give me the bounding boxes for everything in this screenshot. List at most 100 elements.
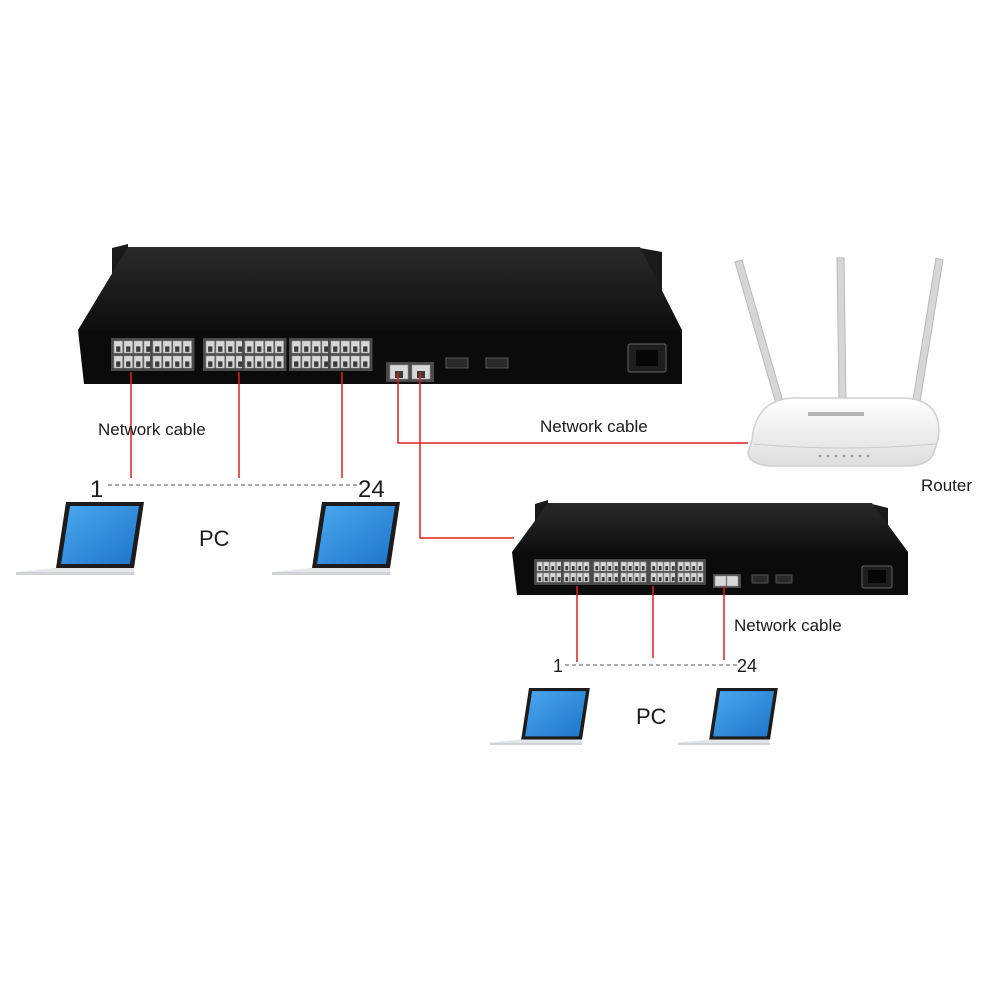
switch-main-rj45-port-jack [257,346,262,352]
switch-secondary-rj45-port-jack [544,566,548,571]
switch-main-rj45-port-jack [277,361,282,367]
switch-secondary-rj45-port-jack [628,577,632,582]
label-network-cable-secondary: Network cable [734,616,842,635]
cable-switch-to-secondary-switch [419,372,514,539]
switch-secondary-rj45-port-jack [635,577,639,582]
switch-secondary-rj45-port-jack [658,577,662,582]
switch-secondary-rj45-port-jack [578,566,582,571]
switch-main-uplink-port-jack [395,371,403,378]
switch-secondary-rj45-port-jack [595,566,599,571]
switch-main-rj45-port-jack [228,346,233,352]
switch-main-top-panel [78,247,682,330]
switch-main-rj45-port-jack [353,346,358,352]
switch-main-rj45-port-jack [333,346,338,352]
switch-main-rj45-port-jack [116,361,121,367]
switch-secondary-rj45-port-jack [578,577,582,582]
switch-main-rj45-port-jack [126,346,131,352]
switch-main-sfp-slot [445,357,469,369]
switch-secondary-rj45-port-jack [665,577,669,582]
switch-secondary-rj45-port-jack [652,566,656,571]
switch-secondary-rj45-port-jack [685,577,689,582]
switch-main-rj45-port-jack [314,346,319,352]
switch-secondary-rj45-port-jack [665,566,669,571]
laptop-base [490,742,583,745]
switch-secondary-rj45-port-jack [622,577,626,582]
router-led [818,454,822,458]
laptop-keyboard-deck [272,568,390,572]
switch-main-rj45-port-jack [363,361,368,367]
switch-secondary-rj45-port-jack [601,577,605,582]
switch-main [78,244,682,384]
switch-main-rj45-port-jack [165,361,170,367]
label-network-cable-router: Network cable [540,417,648,436]
laptop-screen [317,506,395,564]
switch-secondary-rj45-port-jack [584,566,588,571]
switch-main-power-socket [636,350,658,366]
switch-main-port-banks [111,338,373,371]
router-antenna-icon [734,259,787,415]
switch-main-rj45-port-jack [324,346,329,352]
switch-secondary [512,500,908,595]
network-cables [130,372,748,662]
switch-secondary-rj45-port-jack [557,577,561,582]
switch-secondary-rj45-port-jack [671,577,675,582]
switch-main-rj45-port-jack [155,361,160,367]
router-front-edge [753,443,937,449]
switch-secondary-rj45-port-jack [571,577,575,582]
switch-secondary-rj45-port-jack [551,566,555,571]
laptop-screen [713,691,774,737]
switch-main-rj45-port-jack [208,346,213,352]
switch-secondary-rj45-port-jack [679,566,683,571]
label-network-cable-main: Network cable [98,420,206,439]
switch-main-rj45-port-jack [116,346,121,352]
router-led [834,454,838,458]
switch-main-rj45-port-jack [208,361,213,367]
switch-main-rj45-port-jack [238,346,243,352]
label-pc-main: PC [199,526,230,551]
switch-secondary-rj45-port-jack [671,566,675,571]
switch-secondary-sfp-slot [751,574,769,584]
switch-main-rj45-port-jack [146,361,151,367]
switch-main-uplink-ports [386,362,434,382]
label-router: Router [921,476,973,495]
switch-secondary-power-socket [868,570,886,583]
switch-secondary-rj45-port-jack [538,566,542,571]
switch-main-rj45-port-jack [218,361,223,367]
switch-secondary-port-banks [534,559,706,585]
router-status-leds [818,454,870,458]
switch-secondary-rj45-port-jack [658,566,662,571]
switch-secondary-rj45-port-jack [538,577,542,582]
switch-main-rj45-port-jack [257,361,262,367]
router-antenna-icon [910,257,944,415]
switch-main-sfp-slot [485,357,509,369]
label-range-secondary-start: 1 [553,656,564,676]
switch-main-rj45-port-jack [304,361,309,367]
switch-secondary-rj45-port-jack [635,566,639,571]
router-logo-mark [808,412,864,416]
switch-secondary-rj45-port-jack [608,577,612,582]
router-led [826,454,830,458]
switch-secondary-rj45-port-jack [641,577,645,582]
switch-main-rj45-port-jack [238,361,243,367]
router-led [850,454,854,458]
laptop-base [16,572,134,575]
switch-main-rj45-port-jack [324,361,329,367]
laptop-screen [525,691,586,737]
router-device [734,257,944,467]
switch-secondary-top-panel [512,503,908,552]
switch-main-rj45-port-jack [267,361,272,367]
laptop-screen [61,506,139,564]
switch-main-rj45-port-jack [277,346,282,352]
switch-secondary-rj45-port-jack [692,577,696,582]
switch-secondary-rj45-port-jack [551,577,555,582]
laptop-keyboard-deck [490,739,583,743]
switch-secondary-rj45-port-jack [614,577,618,582]
switch-secondary-sfp-slot [775,574,793,584]
switch-secondary-rj45-port-jack [565,577,569,582]
switch-secondary-rj45-port-jack [698,566,702,571]
switch-secondary-rj45-port-jack [692,566,696,571]
switch-secondary-rj45-port-jack [557,566,561,571]
switch-main-rj45-port-jack [363,346,368,352]
router-led [866,454,870,458]
